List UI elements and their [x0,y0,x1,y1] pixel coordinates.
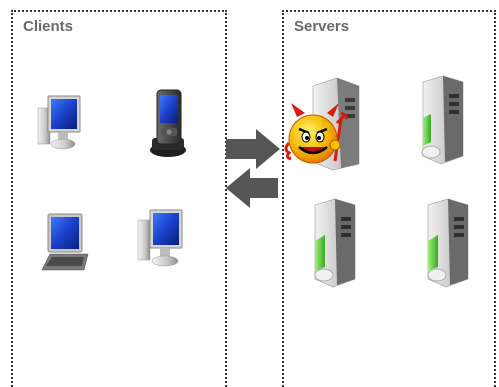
servers-title: Servers [294,18,350,35]
desktop-computer-icon [132,206,188,270]
clients-title: Clients [23,18,74,35]
pda-icon [146,86,190,160]
clients-panel: Clients [11,10,227,387]
servers-panel: Servers [282,10,496,387]
server-icon [307,193,359,293]
arrow-right-icon [226,129,282,169]
server-icon [415,70,467,170]
laptop-icon [38,208,90,278]
arrow-left-icon [226,168,278,208]
devil-smiley-icon [283,103,349,169]
desktop-computer-icon [34,92,86,154]
server-icon [420,193,472,293]
